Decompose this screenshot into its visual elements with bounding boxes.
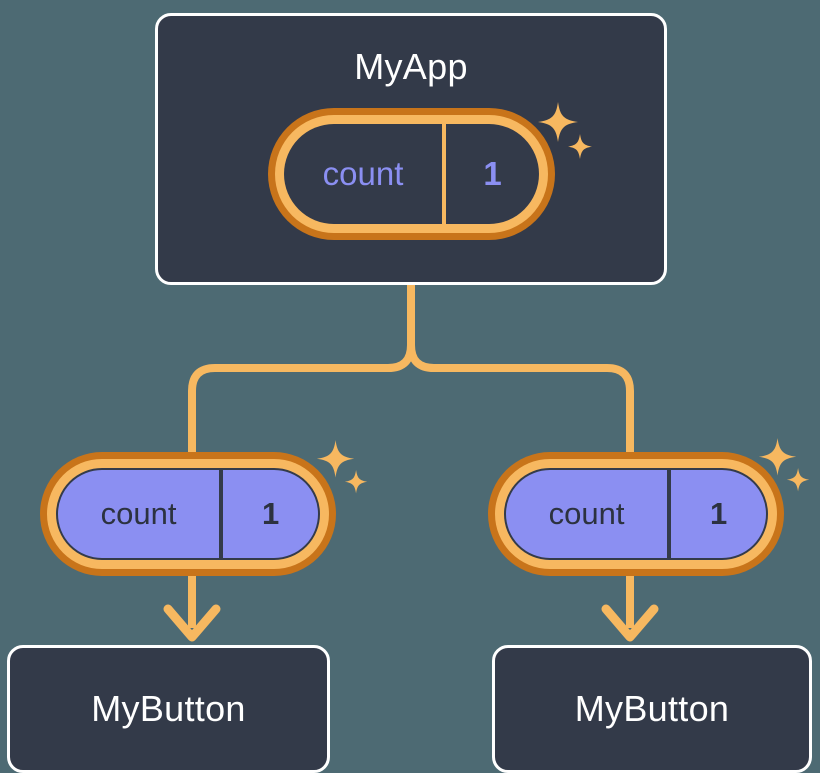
sparkle-small-icon bbox=[344, 470, 368, 494]
state-pill-core: count 1 bbox=[284, 124, 539, 224]
connector-root-to-right bbox=[407, 281, 634, 456]
state-value-label: 1 bbox=[442, 124, 539, 224]
state-pill-root[interactable]: count 1 bbox=[268, 108, 555, 240]
state-value-label: 1 bbox=[219, 470, 318, 558]
state-pill-core: count 1 bbox=[504, 468, 768, 560]
component-card-mybutton-right[interactable]: MyButton bbox=[492, 645, 812, 773]
state-pill-ring-inner: count 1 bbox=[47, 459, 329, 569]
sparkle-small-icon bbox=[786, 468, 810, 492]
state-pill-left[interactable]: count 1 bbox=[40, 452, 336, 576]
state-pill-ring-inner: count 1 bbox=[275, 115, 548, 233]
component-card-label: MyButton bbox=[574, 688, 730, 729]
page-title: MyApp bbox=[354, 46, 468, 87]
state-key-label: count bbox=[100, 496, 177, 531]
component-card-mybutton-left[interactable]: MyButton bbox=[7, 645, 330, 773]
arrow-down-icon-right bbox=[601, 604, 659, 642]
state-value-label: 1 bbox=[667, 470, 766, 558]
state-pill-core: count 1 bbox=[56, 468, 320, 560]
state-pill-ring-inner: count 1 bbox=[495, 459, 777, 569]
component-card-label: MyButton bbox=[91, 688, 246, 729]
arrow-down-icon-left bbox=[163, 604, 221, 642]
connector-root-to-left bbox=[188, 281, 415, 456]
sparkle-icon bbox=[316, 440, 355, 478]
state-pill-right[interactable]: count 1 bbox=[488, 452, 784, 576]
state-key-label: count bbox=[548, 496, 625, 531]
state-key-label: count bbox=[322, 155, 404, 192]
